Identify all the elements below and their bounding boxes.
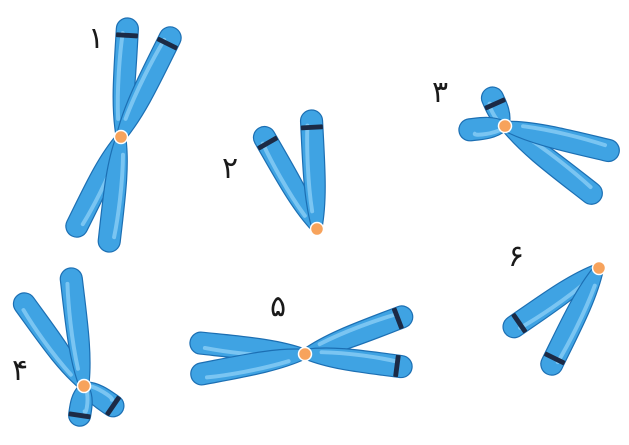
chromosome-6 <box>499 259 609 379</box>
chromosome-1 <box>62 17 185 253</box>
centromere <box>115 131 128 144</box>
chromosome-label-2: ۲ <box>222 154 238 184</box>
chromosome-label-4: ۴ <box>12 356 28 386</box>
chromosome-5 <box>189 303 416 387</box>
chromosome-label-6: ۶ <box>508 242 524 272</box>
centromere <box>593 262 606 275</box>
chromosome-label-1: ۱ <box>88 24 104 54</box>
chromosome-2 <box>249 109 328 235</box>
chromatid-arm <box>304 343 414 379</box>
chromosome-4 <box>9 267 128 428</box>
centromere <box>299 348 312 361</box>
centromere <box>311 223 324 236</box>
chromosome-label-5: ۵ <box>270 292 286 322</box>
centromere <box>499 120 512 133</box>
centromere <box>78 380 91 393</box>
chromosome-label-3: ۳ <box>432 78 448 108</box>
chromosome-3 <box>458 83 622 208</box>
